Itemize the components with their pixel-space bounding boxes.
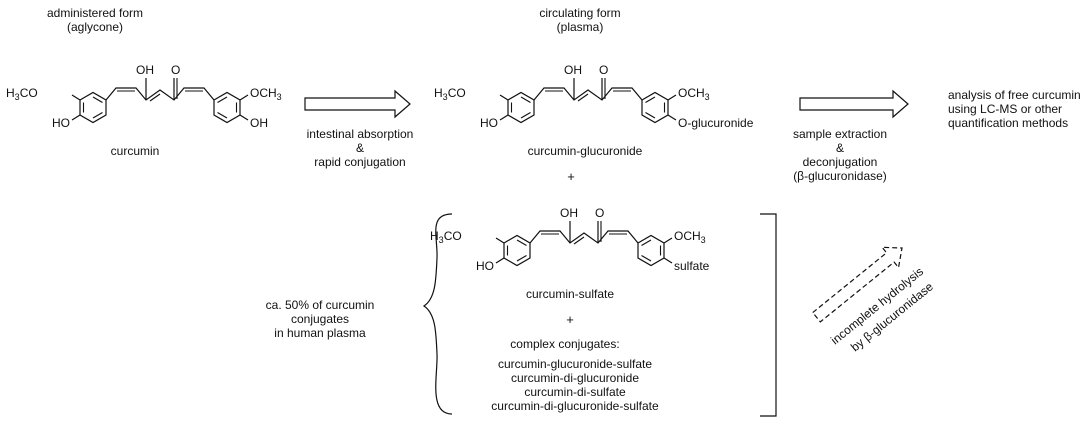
- methoxy-label: OCH3: [674, 229, 706, 245]
- enol-oh-label: OH: [564, 63, 582, 77]
- methoxy-label: H3CO: [430, 229, 462, 245]
- deconjugation-caption-line: (β-glucuronidase): [793, 169, 887, 183]
- keto-o-label: O: [171, 63, 180, 77]
- deconjugation-caption: sample extraction & deconjugation (β-glu…: [775, 127, 905, 183]
- absorption-caption: intestinal absorption & rapid conjugatio…: [290, 127, 430, 169]
- complex-conjugate-item: curcumin-glucuronide-sulfate: [497, 357, 653, 371]
- methoxy-label: H3CO: [6, 86, 38, 102]
- plus-sign-bottom: +: [566, 312, 574, 327]
- conjugates-brace: [422, 213, 453, 415]
- deconjugation-caption-line: deconjugation: [802, 155, 878, 169]
- complex-conjugates-list: curcumin-glucuronide-sulfate curcumin-di…: [490, 357, 660, 413]
- complex-conjugate-item: curcumin-di-glucuronide-sulfate: [491, 399, 659, 413]
- complex-conjugate-item: curcumin-di-glucuronide: [510, 371, 640, 385]
- hydroxy-label: HO: [476, 259, 494, 273]
- circulating-form-header: circulating form (plasma): [505, 6, 655, 34]
- absorption-caption-line: rapid conjugation: [314, 155, 406, 169]
- absorption-arrow: [304, 89, 411, 119]
- curcumin-label: curcumin: [110, 144, 160, 158]
- curcumin-glucuronide-label: curcumin-glucuronide: [527, 144, 643, 158]
- curcumin-sulfate-label: curcumin-sulfate: [525, 287, 615, 301]
- analysis-note-line: quantification methods: [948, 116, 1069, 130]
- plasma-share-note-line: in human plasma: [274, 326, 366, 340]
- analysis-note: analysis of free curcumin using LC-MS or…: [948, 88, 1081, 130]
- conjugates-bracket: [760, 213, 777, 417]
- keto-o-label: O: [599, 63, 608, 77]
- glucuronide-group-label: O-glucuronide: [678, 116, 754, 130]
- analysis-note-line: using LC-MS or other: [948, 102, 1063, 116]
- keto-o-label: O: [595, 206, 604, 220]
- methoxy-label: OCH3: [678, 86, 710, 102]
- methoxy-label: H3CO: [434, 86, 466, 102]
- incomplete-hydrolysis-arrow: [811, 246, 903, 323]
- circulating-form-subtitle: (plasma): [556, 20, 604, 34]
- hydroxy-label: OH: [250, 116, 268, 130]
- absorption-caption-line: &: [355, 141, 364, 155]
- plasma-share-note-line: ca. 50% of curcumin: [265, 298, 375, 312]
- curcumin-sulfate-structure: H3CO HO OH O OCH3 sulfate: [430, 206, 710, 273]
- hydroxy-label: HO: [52, 116, 70, 130]
- administered-form-title: administered form: [46, 6, 144, 20]
- administered-form-subtitle: (aglycone): [66, 20, 124, 34]
- analysis-note-line: analysis of free curcumin: [948, 88, 1081, 102]
- methoxy-label: OCH3: [250, 86, 282, 102]
- plus-sign-top: +: [567, 169, 575, 184]
- deconjugation-arrow: [799, 89, 909, 119]
- complex-conjugate-item: curcumin-di-sulfate: [524, 385, 626, 399]
- enol-oh-label: OH: [560, 206, 578, 220]
- curcumin-glucuronide-structure: H3CO HO OH O OCH3 O-glucuronide: [434, 63, 754, 130]
- sulfate-group-label: sulfate: [674, 259, 710, 273]
- plasma-share-note-line: conjugates: [290, 312, 350, 326]
- circulating-form-title: circulating form: [539, 6, 621, 20]
- complex-conjugates-title: complex conjugates:: [510, 337, 620, 351]
- enol-oh-label: OH: [136, 63, 154, 77]
- administered-form-header: administered form (aglycone): [20, 6, 170, 34]
- curcumin-structure: H3CO HO OH O OCH3 OH: [6, 63, 282, 130]
- absorption-caption-line: intestinal absorption: [306, 127, 414, 141]
- plasma-share-note: ca. 50% of curcumin conjugates in human …: [250, 298, 390, 340]
- hydroxy-label: HO: [480, 116, 498, 130]
- deconjugation-caption-line: &: [835, 141, 844, 155]
- deconjugation-caption-line: sample extraction: [792, 127, 888, 141]
